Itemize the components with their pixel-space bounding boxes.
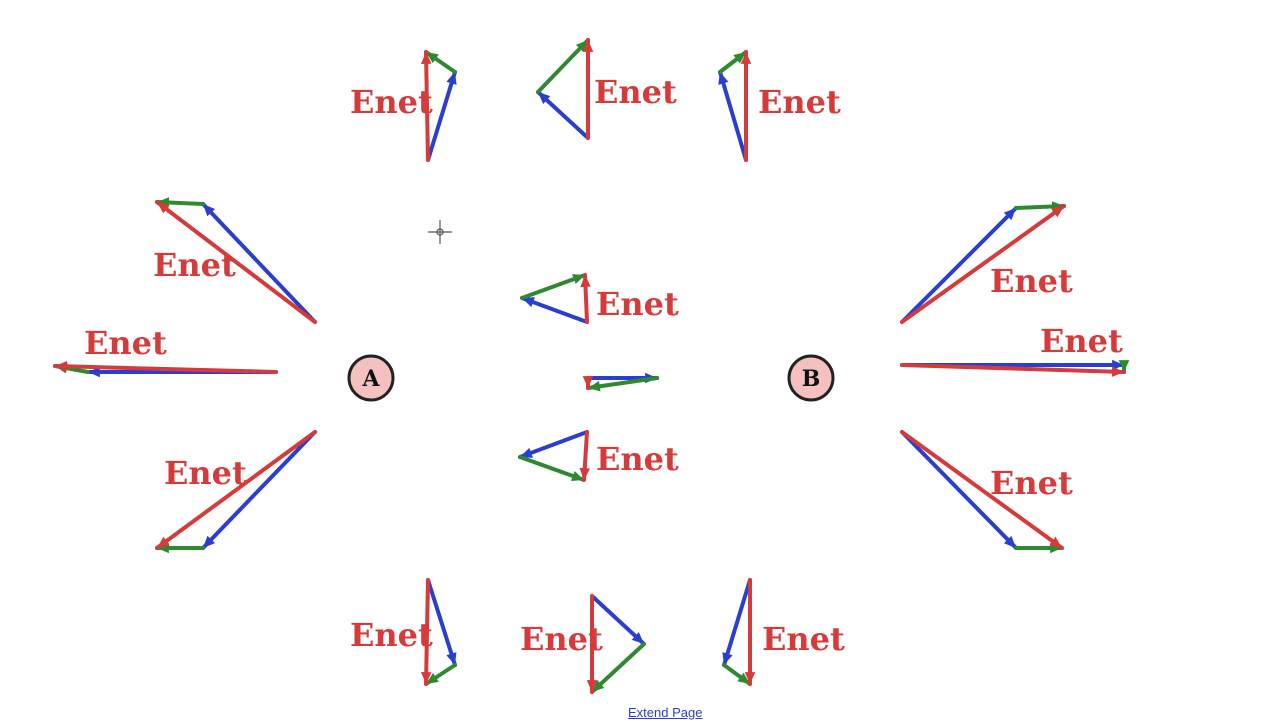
field-from-b-vector <box>586 376 659 392</box>
enet-label: Enet <box>1040 322 1123 360</box>
net-field-vector <box>582 38 594 140</box>
enet-label: Enet <box>350 616 433 654</box>
enet-label: Enet <box>520 620 603 658</box>
field-from-a-vector <box>201 202 317 324</box>
enet-label: Enet <box>596 285 679 323</box>
field-from-a-vector <box>718 70 748 162</box>
field-from-b-vector <box>518 455 586 482</box>
field-from-b-vector <box>718 50 748 74</box>
charge-a: A <box>347 354 395 402</box>
move-cursor-icon <box>428 220 452 244</box>
field-from-b-vector <box>722 663 752 686</box>
field-from-a-vector <box>520 296 589 324</box>
field-from-a-vector <box>900 206 1018 324</box>
field-from-a-vector <box>426 70 457 162</box>
net-field-vector <box>740 50 752 162</box>
net-field-vector <box>900 363 1126 377</box>
enet-label: Enet <box>762 620 845 658</box>
net-field-vector <box>900 430 1064 550</box>
enet-label: Enet <box>596 440 679 478</box>
charge-b: B <box>787 354 835 402</box>
charge-a-label: A <box>361 366 380 392</box>
net-field-vector <box>586 594 598 694</box>
enet-label: Enet <box>594 73 677 111</box>
net-field-vector <box>420 578 432 686</box>
field-from-a-vector <box>590 594 646 646</box>
field-from-b-vector <box>424 663 457 686</box>
enet-label: Enet <box>350 83 433 121</box>
net-field-vector <box>582 376 594 390</box>
enet-label: Enet <box>153 246 236 284</box>
field-from-a-vector <box>426 578 457 667</box>
charge-b-label: B <box>802 366 821 392</box>
enet-label: Enet <box>164 454 247 492</box>
net-field-vector <box>900 204 1066 324</box>
enet-label: Enet <box>84 324 167 362</box>
enet-label: Enet <box>990 464 1073 502</box>
net-field-vector <box>53 361 278 374</box>
field-from-a-vector <box>900 430 1018 550</box>
extend-page-link[interactable]: Extend Page <box>628 705 703 720</box>
net-field-vector <box>580 273 591 324</box>
enet-label: Enet <box>758 83 841 121</box>
field-from-a-vector <box>518 430 589 459</box>
field-from-a-vector <box>201 430 317 550</box>
enet-label: Enet <box>990 262 1073 300</box>
net-field-vector <box>155 430 317 550</box>
field-from-a-vector <box>722 578 752 667</box>
net-field-vector <box>579 430 591 482</box>
net-field-vector <box>155 200 317 324</box>
net-field-vector <box>420 50 432 162</box>
field-from-b-vector <box>590 642 646 694</box>
field-from-a-vector <box>536 90 590 140</box>
field-from-b-vector <box>520 273 587 300</box>
field-from-b-vector <box>424 50 457 74</box>
field-from-b-vector <box>536 38 590 94</box>
net-field-vector <box>744 578 756 686</box>
